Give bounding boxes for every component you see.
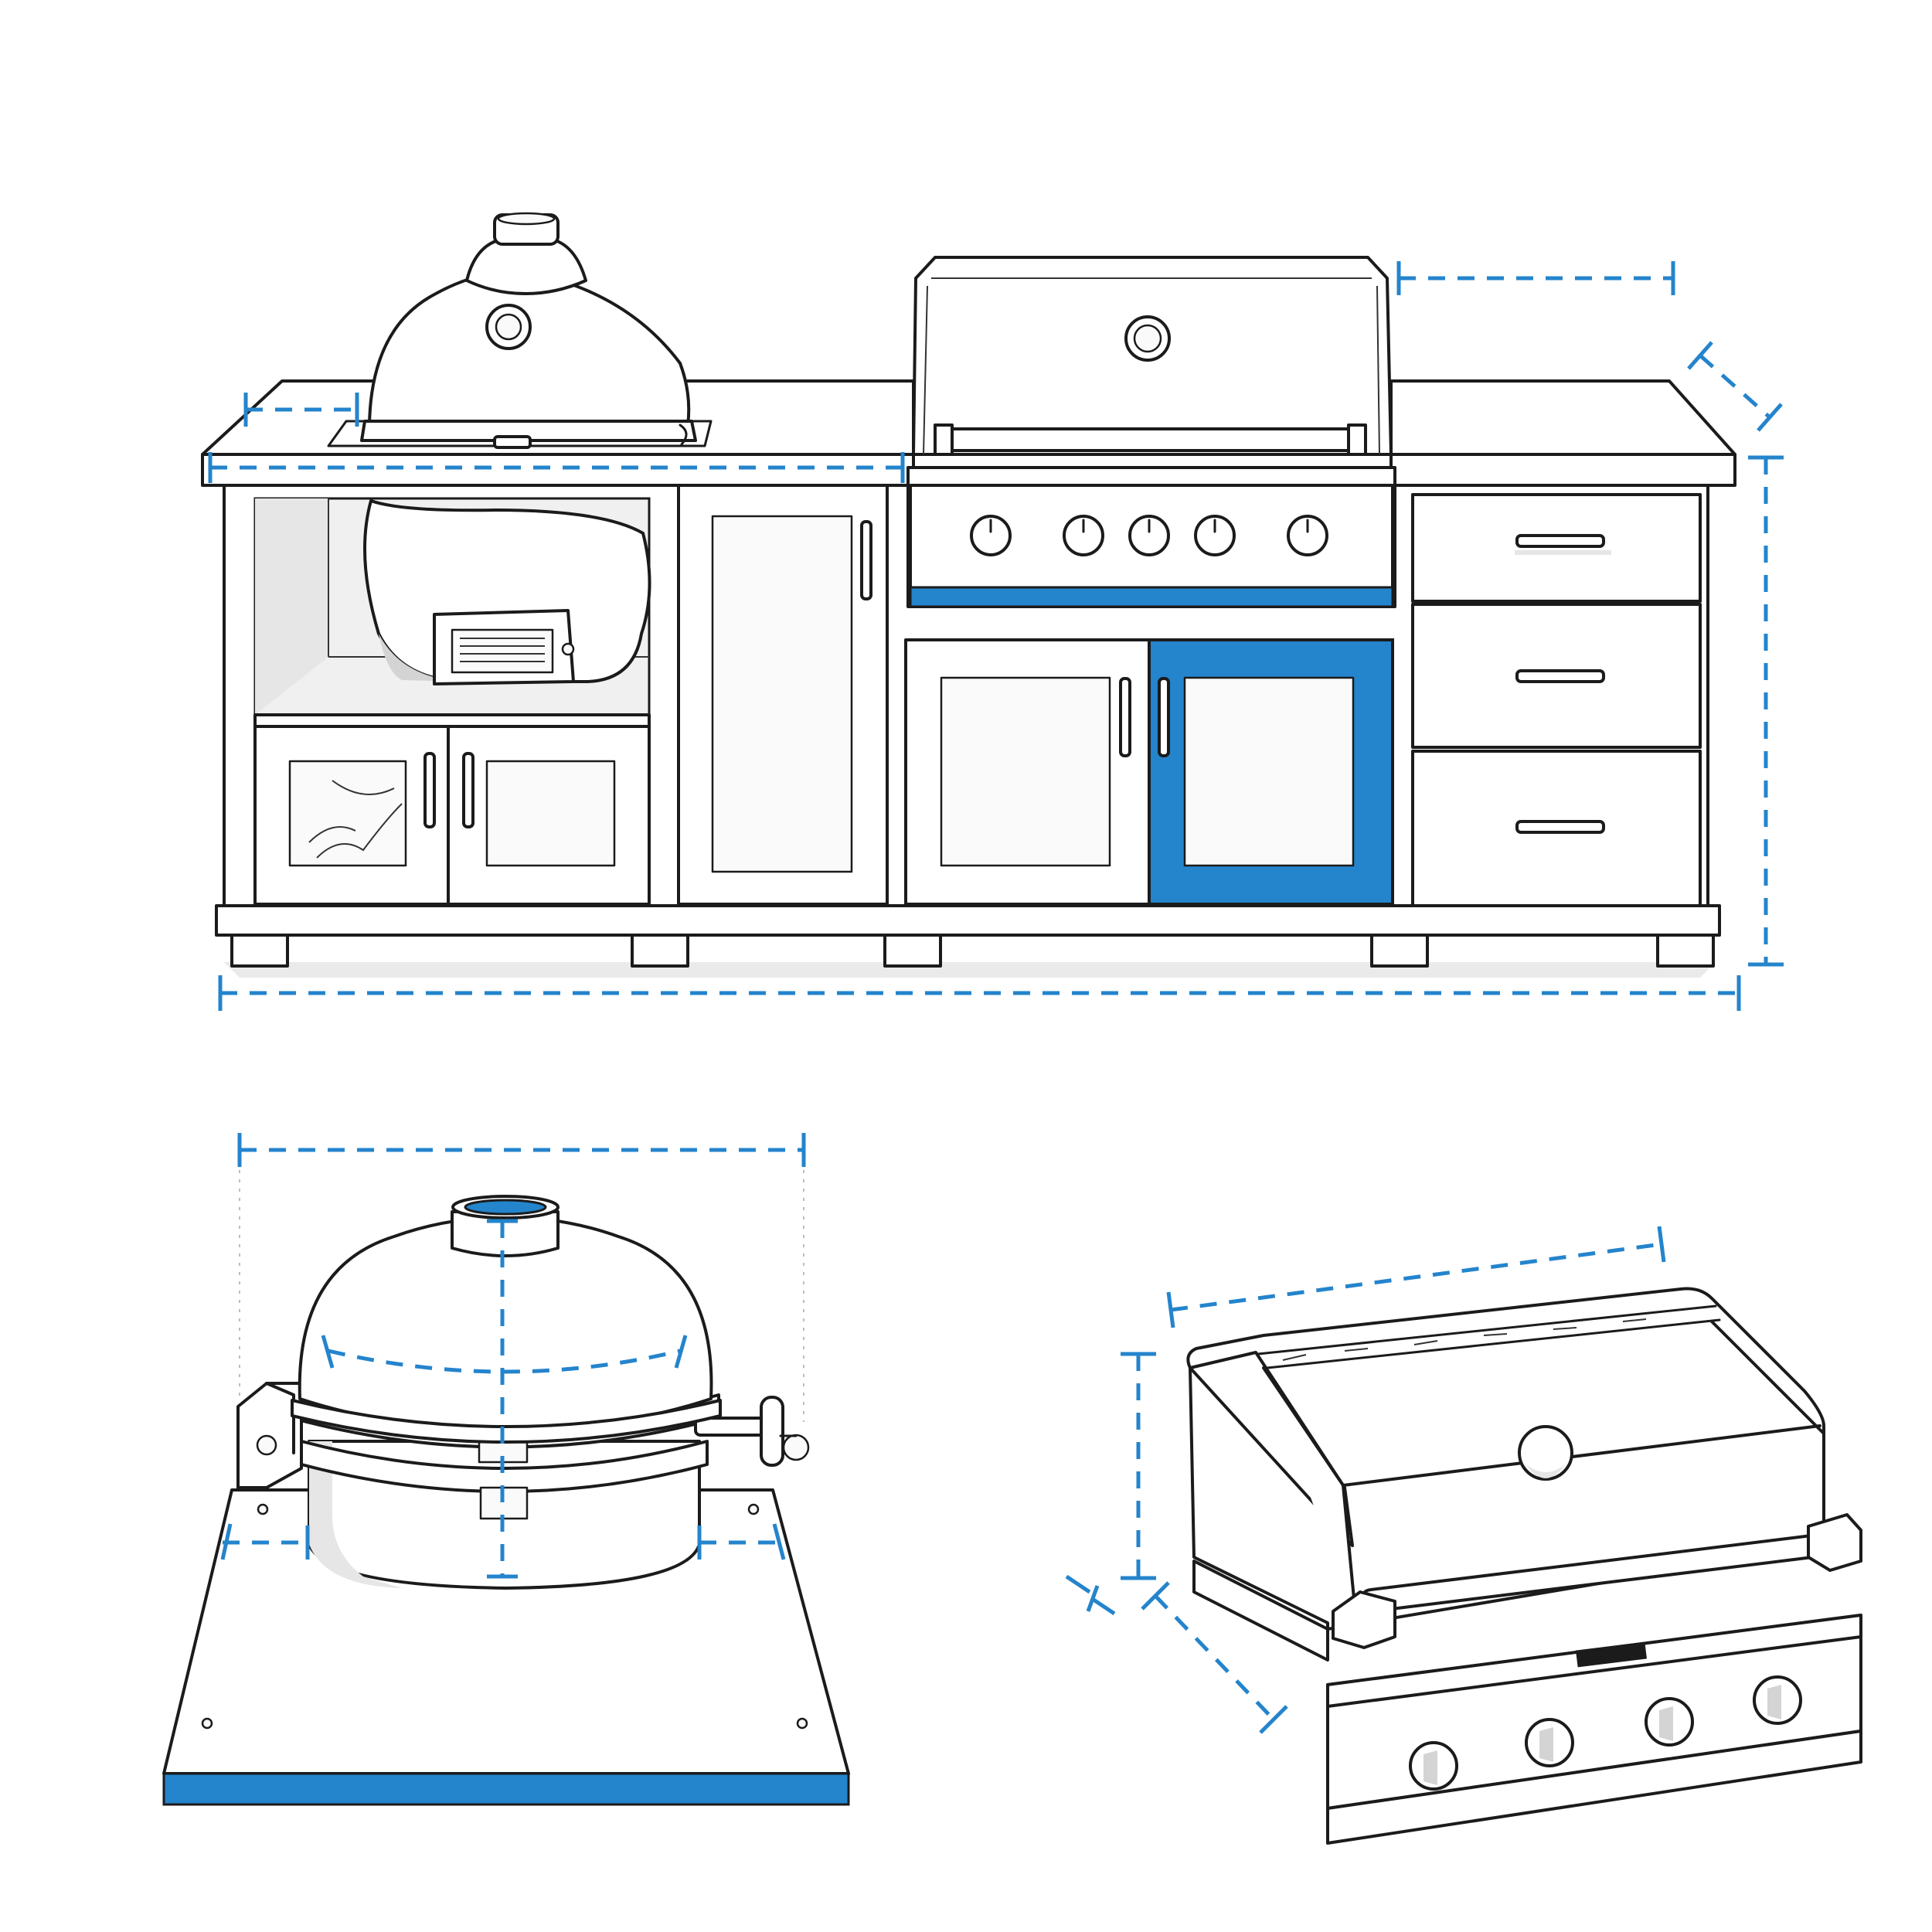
leg-1 [230, 934, 289, 968]
tall-storage-door [677, 484, 889, 906]
dimension-grill-opening [1396, 261, 1675, 295]
dimension-island-width [218, 975, 1741, 1011]
leg-5 [1656, 934, 1715, 968]
floor-shadow [224, 962, 1716, 978]
grill-hood-thermometer [1518, 1425, 1573, 1481]
knob-icon [1063, 515, 1104, 556]
knob-icon [1287, 515, 1328, 556]
leg-2 [631, 934, 689, 968]
grill-drip-tray [909, 586, 1394, 608]
drawer-handle [1515, 669, 1605, 683]
grill-control-knobs [970, 515, 1328, 556]
drawer-handle [1515, 534, 1605, 548]
kamado-base-plate-edge [162, 1772, 850, 1806]
dimension-grill-depth [1141, 1581, 1288, 1734]
knob-icon [1194, 515, 1236, 556]
dimension-grill-height [1121, 1352, 1156, 1580]
drawer-stack [1411, 493, 1702, 907]
drawer-handle [1515, 820, 1605, 834]
dimension-grill-lip [1065, 1574, 1116, 1616]
grill-cabinet-doors [904, 638, 1394, 906]
right-countertop [1389, 379, 1736, 487]
kamado-grill-view [162, 1195, 850, 1806]
full-island-front-view [201, 212, 1736, 978]
dimension-kamado-offset [243, 393, 359, 427]
dimension-kamado-width [237, 1133, 806, 1167]
leg-4 [1370, 934, 1429, 968]
built-in-gas-grill [906, 256, 1396, 608]
door-handle [462, 752, 474, 828]
grill-light-bar [1575, 1641, 1648, 1668]
kamado-bay [253, 497, 651, 728]
dimension-island-depth [1687, 341, 1783, 432]
kamado-vent-cap [464, 1199, 547, 1216]
door-handle [860, 520, 872, 600]
dimension-kamado-left-clearance [220, 1523, 310, 1560]
hood-handle [935, 427, 1367, 452]
dimension-left-counter [208, 452, 905, 483]
kamado-bottom-vent [433, 609, 575, 685]
dimension-kamado-right-clearance [697, 1523, 786, 1560]
dimension-kamado-height [487, 1219, 518, 1579]
kamado-dome [360, 212, 697, 449]
left-double-doors [253, 725, 651, 906]
kamado-handle [694, 1396, 810, 1467]
side-handle-bracket [236, 1382, 303, 1489]
door-handle [1119, 677, 1131, 757]
gas-grill-insert-view [1186, 1287, 1862, 1845]
dimension-grill-width [1166, 1226, 1666, 1328]
knob-icon [1128, 515, 1170, 556]
kamado-chimney [451, 1195, 560, 1257]
dimension-kamado-dome-diameter [321, 1335, 688, 1374]
grill-insert-knobs [1409, 1675, 1802, 1791]
leg-3 [883, 934, 942, 968]
dimension-lines [208, 261, 1784, 1734]
knob-icon [970, 515, 1012, 556]
door-handle [423, 752, 436, 828]
dimension-island-height [1748, 455, 1784, 967]
door-handle [1158, 677, 1170, 757]
